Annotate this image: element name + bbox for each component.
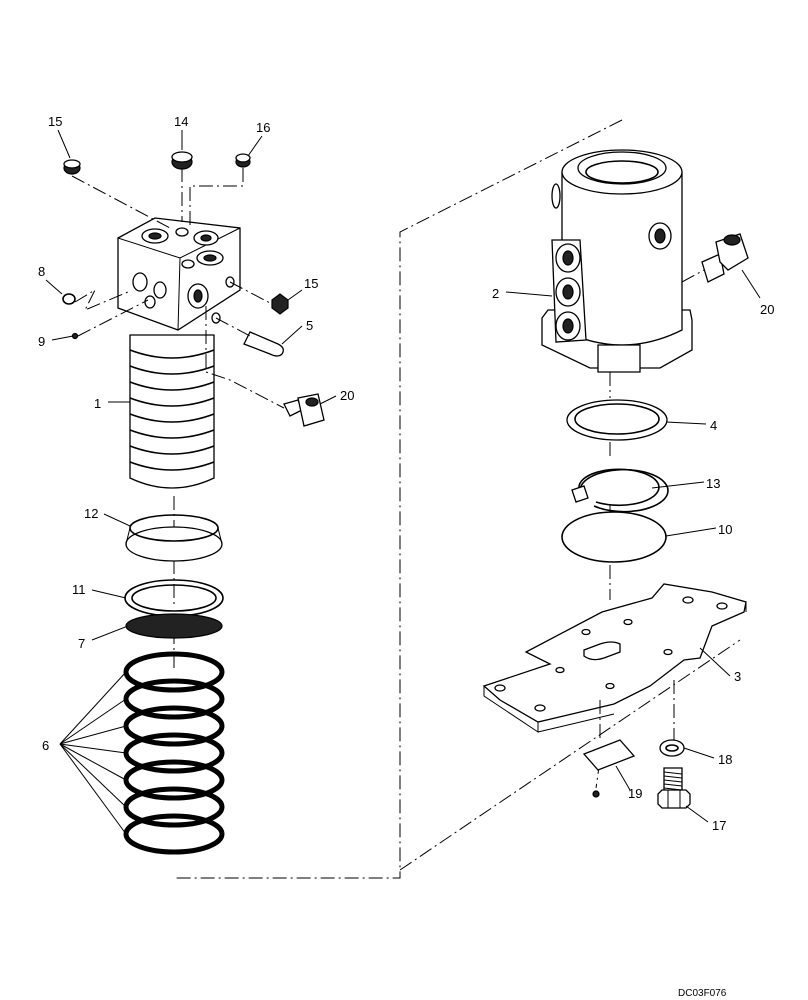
callout-20-right: 20 xyxy=(760,302,774,317)
swivel-housing xyxy=(541,149,693,373)
elbow-fitting-20-right xyxy=(701,233,749,283)
snap-ring-13 xyxy=(571,468,669,513)
assembly-center-line xyxy=(174,119,623,879)
plug-15-side xyxy=(271,293,289,315)
callout-2: 2 xyxy=(492,286,499,301)
bolt-17 xyxy=(657,767,691,809)
callout-19: 19 xyxy=(628,786,642,801)
callout-leaders xyxy=(45,129,761,835)
mounting-bracket xyxy=(482,583,747,733)
callout-11: 11 xyxy=(72,582,86,597)
callout-4: 4 xyxy=(710,418,717,433)
callout-10: 10 xyxy=(718,522,732,537)
plug-16 xyxy=(235,153,251,168)
callout-18: 18 xyxy=(718,752,732,767)
callout-17: 17 xyxy=(712,818,726,833)
callout-15-top: 15 xyxy=(48,114,62,129)
pin-19-small xyxy=(592,790,600,798)
elbow-fitting-20-left xyxy=(283,393,325,427)
assembly-center-line-lower xyxy=(399,639,741,871)
plug-14 xyxy=(171,151,193,170)
center-joint-shaft xyxy=(117,217,241,489)
seal-ring-stack-6 xyxy=(123,651,225,855)
seal-12 xyxy=(125,514,223,562)
o-ring-8 xyxy=(62,293,76,305)
callout-15-side: 15 xyxy=(304,276,318,291)
callout-8: 8 xyxy=(38,264,45,279)
callout-12: 12 xyxy=(84,506,98,521)
callout-5: 5 xyxy=(306,318,313,333)
drawing-code: DC03F076 xyxy=(678,988,727,999)
ring-7 xyxy=(125,613,223,639)
callout-13: 13 xyxy=(706,476,720,491)
callout-6: 6 xyxy=(42,738,49,753)
callout-9: 9 xyxy=(38,334,45,349)
ring-4 xyxy=(566,399,668,441)
callout-14: 14 xyxy=(174,114,188,129)
callout-1: 1 xyxy=(94,396,101,411)
callout-3: 3 xyxy=(734,669,741,684)
shim-plate-19 xyxy=(582,739,636,771)
o-ring-10 xyxy=(561,511,667,563)
plug-15-top xyxy=(63,159,81,175)
callout-7: 7 xyxy=(78,636,85,651)
callout-labels: 15 14 16 8 9 15 5 1 20 12 11 7 6 2 20 4 … xyxy=(38,114,774,833)
callout-20-left: 20 xyxy=(340,388,354,403)
callout-16: 16 xyxy=(256,120,270,135)
pin-5 xyxy=(243,331,284,357)
washer-18 xyxy=(659,739,685,757)
o-ring-9 xyxy=(71,332,79,340)
